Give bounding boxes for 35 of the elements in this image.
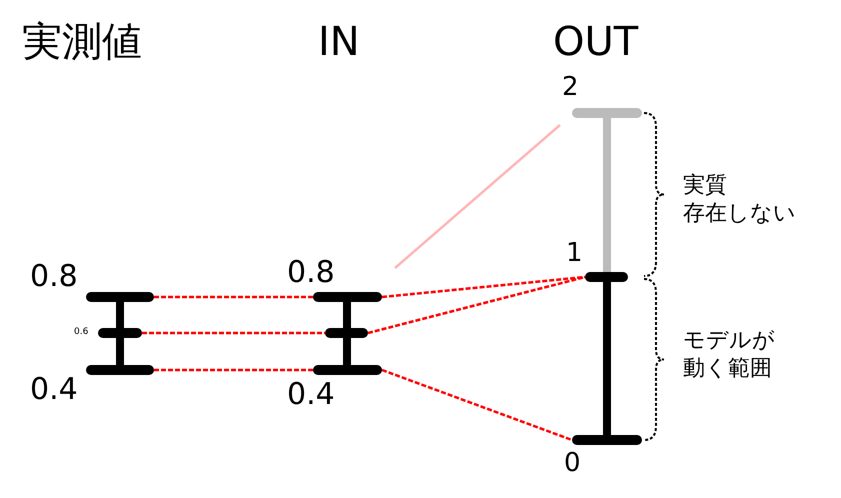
connector-line [382,276,586,298]
connector-line [154,368,313,372]
scale-stem [603,118,611,272]
tick-bar [572,435,642,445]
connector-line [154,296,313,298]
connector-line [382,368,572,442]
connector-line [368,276,586,334]
tick-label: 0 [564,450,581,476]
range-note: 動く範囲 [683,358,772,380]
tick-bar [585,272,628,282]
tick-bar [86,365,154,375]
scale-stem [343,302,351,365]
tick-bar [313,292,382,302]
connector-line [394,124,561,269]
tick-label: 2 [562,74,579,100]
connector-line [142,332,325,334]
column-heading: IN [318,22,360,62]
column-heading: OUT [553,22,638,62]
range-note: モデルが [683,330,775,352]
scale-stem [603,282,611,435]
tick-bar [572,108,642,118]
tick-bar [86,292,154,302]
tick-label: 0.4 [287,380,335,410]
tick-bar [98,328,142,338]
tick-bar [313,365,382,375]
range-note: 存在しない [683,203,796,225]
column-heading: 実測値 [22,22,142,62]
tick-label: 0.6 [74,328,88,337]
tick-bar [325,328,368,338]
tick-label: 0.4 [30,375,78,405]
tick-label: 0.8 [30,262,78,292]
tick-label: 1 [566,240,583,266]
tick-label: 0.8 [287,258,335,288]
range-note: 実質 [683,175,727,197]
scale-stem [116,302,124,365]
